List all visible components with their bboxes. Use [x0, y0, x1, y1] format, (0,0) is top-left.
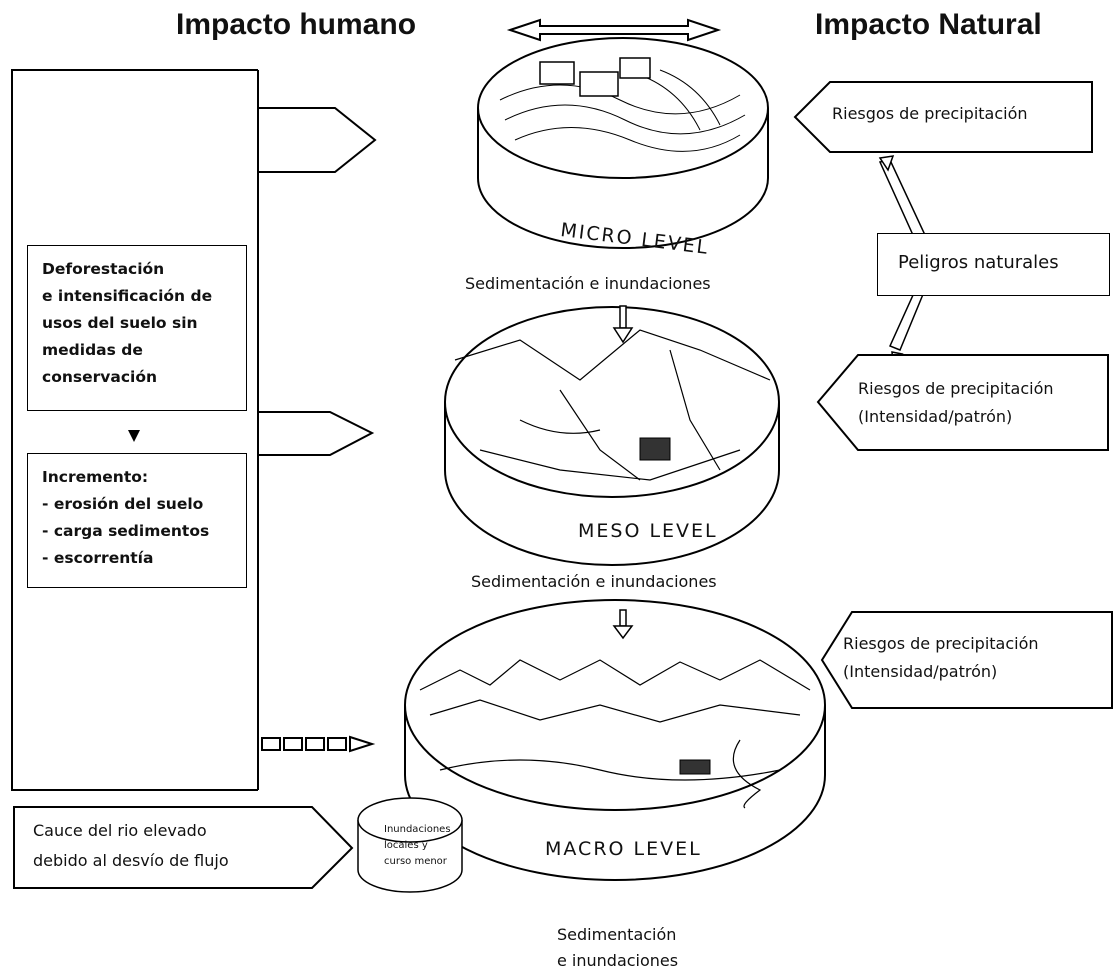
natural-hazards-label: Peligros naturales [898, 252, 1059, 273]
meso-level-label: MESO LEVEL [578, 520, 718, 542]
risk-callout-2-shape [816, 354, 1109, 451]
right-title: Impacto Natural [815, 8, 1042, 41]
local-flood-oval [357, 797, 463, 893]
left-frame [11, 69, 259, 791]
risk-label-3: Riesgos de precipitación (Intensidad/pat… [843, 634, 1039, 681]
pointer-arrow-meso [257, 411, 375, 456]
river-callout-label: Cauce del rio elevado debido al desvío d… [33, 821, 229, 870]
deforestation-box: Deforestación e intensificación de usos … [27, 245, 247, 411]
macro-level-label: MACRO LEVEL [545, 838, 702, 860]
meso-level-disc [444, 306, 780, 566]
macro-level-disc [404, 599, 826, 881]
risk-label-2: Riesgos de precipitación (Intensidad/pat… [858, 379, 1054, 426]
risk-callout-1-shape [793, 81, 1093, 153]
risk-callout-3-shape [820, 611, 1113, 709]
pointer-arrow-micro [257, 107, 377, 173]
double-arrow-icon [506, 18, 722, 42]
left-title: Impacto humano [176, 8, 417, 41]
micro-level-disc [477, 37, 769, 249]
arrow-meso-to-macro [612, 609, 634, 640]
increase-box: Incremento: - erosión del suelo - carga … [27, 453, 247, 588]
sedimentation-caption-3: Sedimentación e inundaciones [557, 925, 679, 970]
risk-label-1: Riesgos de precipitación [832, 104, 1028, 123]
down-arrow-icon [128, 430, 140, 442]
river-callout-shape [13, 806, 354, 889]
local-flood-label: Inundaciones locales y curso menor [384, 824, 451, 867]
pointer-arrow-macro [261, 735, 376, 753]
natural-hazards-box: Peligros naturales [877, 233, 1110, 296]
sedimentation-caption-2: Sedimentación e inundaciones [471, 572, 717, 591]
sedimentation-caption-1: Sedimentación e inundaciones [465, 274, 711, 293]
arrow-micro-to-meso [612, 305, 634, 344]
